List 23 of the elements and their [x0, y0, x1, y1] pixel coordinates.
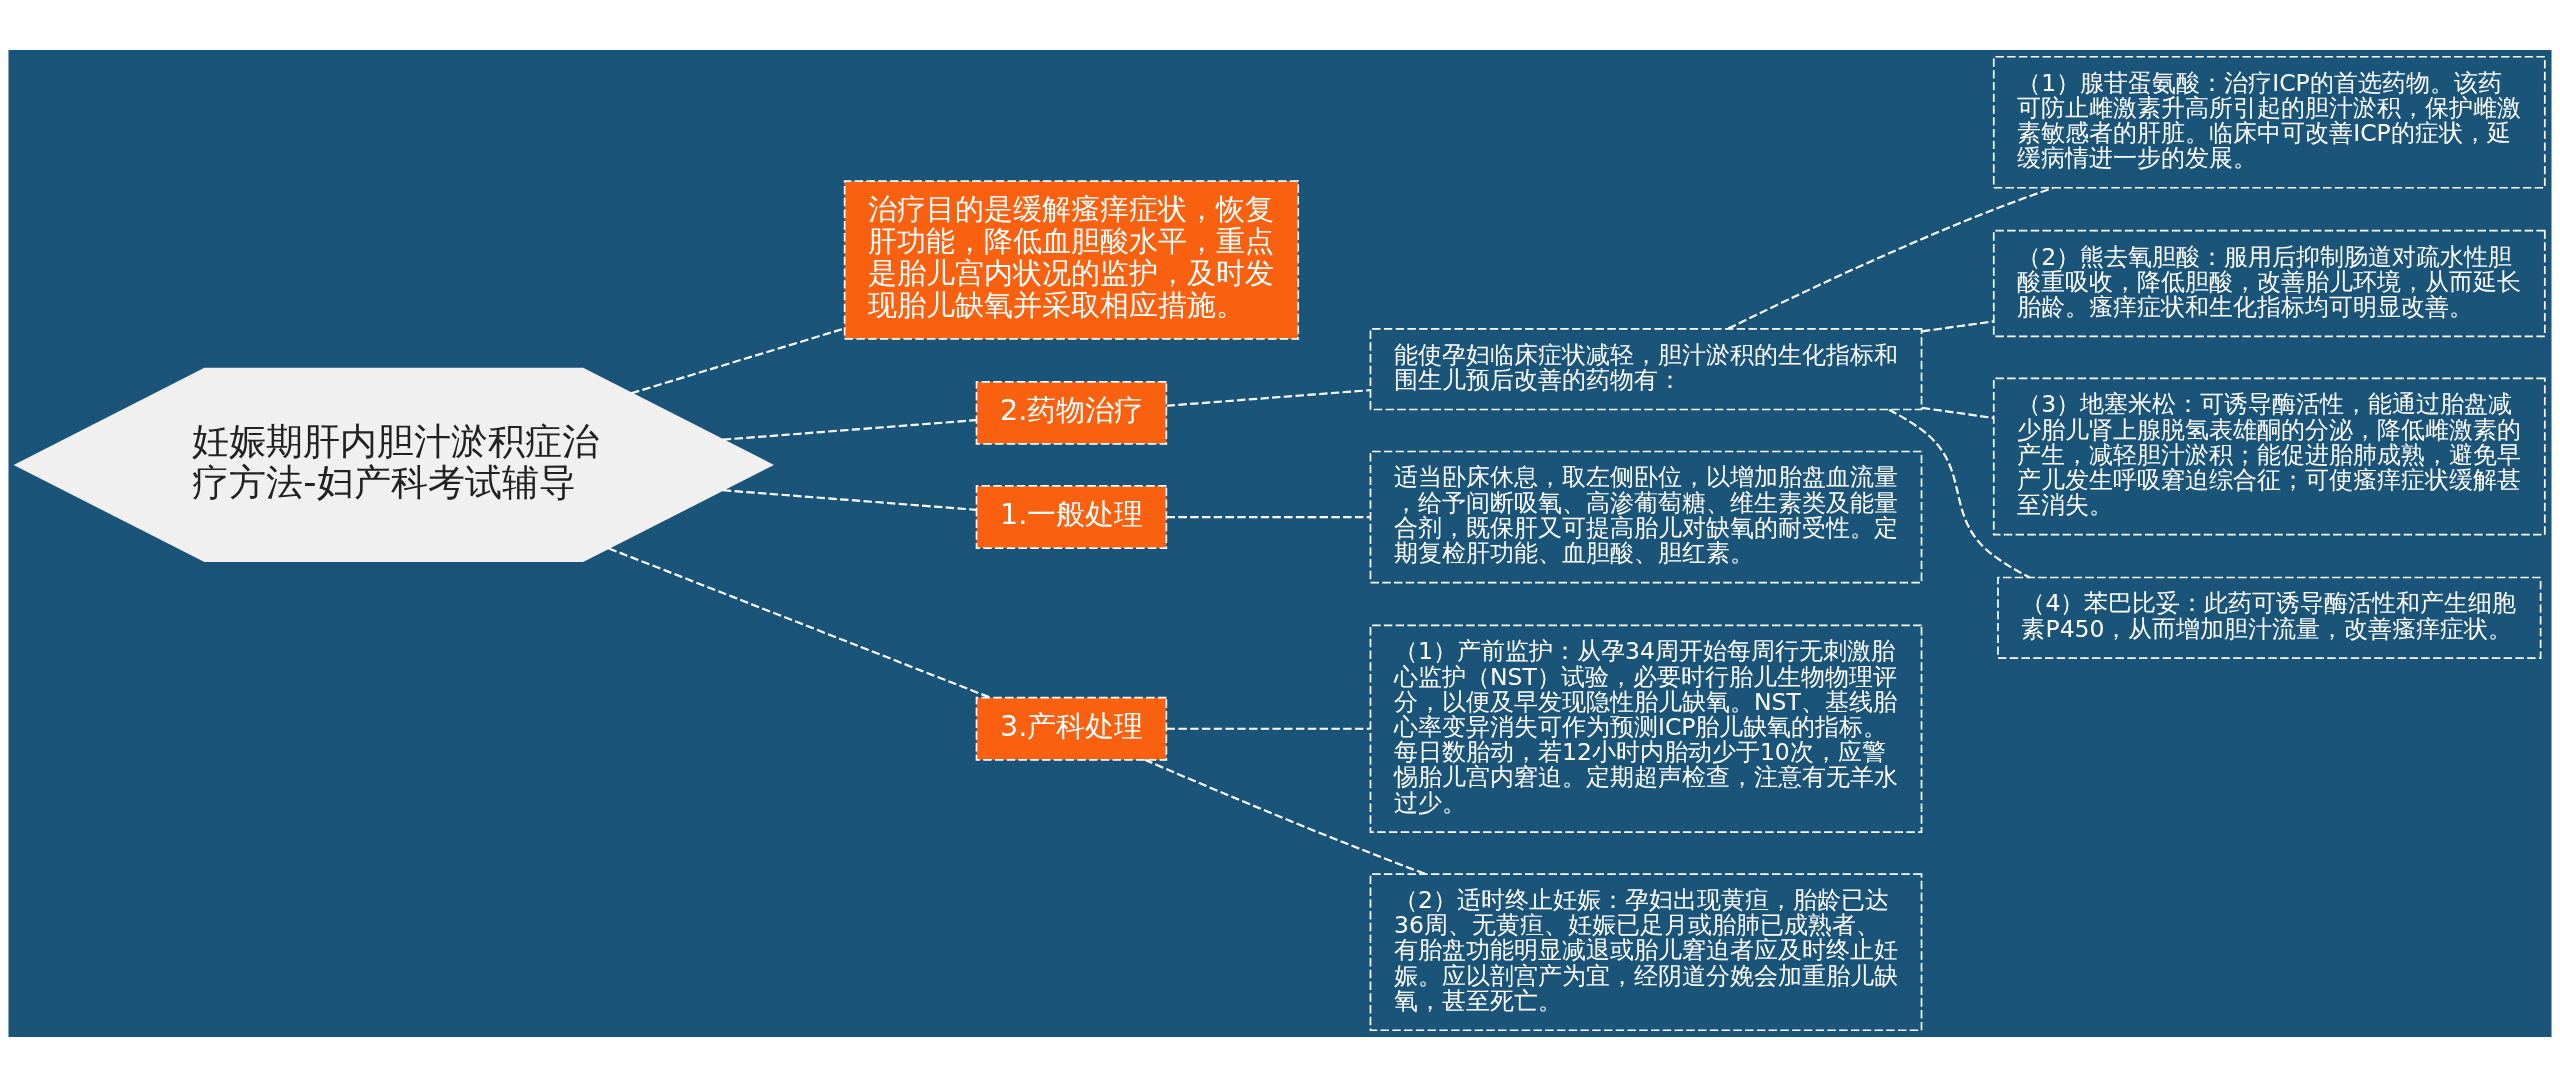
connector — [608, 546, 991, 698]
node-box: （2）熊去氧胆酸：服用后抑制肠道对疏水性胆酸重吸收，降低胆酸，改善胎儿环境，从而延长胎龄。瘙痒症状和生化指标均可明显改善。 — [1992, 229, 2546, 337]
connector — [631, 327, 845, 394]
node-box: （3）地塞米松：可诱导酶活性，能通过胎盘减少胎儿肾上腺脱氢表雄酮的分泌，降低雌激素的产生，减轻胆汁淤积；能促进胎肺成熟，避免早产儿发生呼吸窘迫综合征；可使瘙痒症状缓解甚至消失。 — [1992, 377, 2546, 535]
connector — [1166, 727, 1370, 730]
connector — [722, 418, 977, 441]
connector — [1166, 388, 1370, 407]
connector — [1921, 319, 1994, 332]
node-box: （4）苯巴比妥：此药可诱导酶活性和产生细胞素P450，从而增加胆汁流量，改善瘙痒症状。 — [1997, 576, 2542, 659]
node-box: （2）适时终止妊娠：孕妇出现黄疸，胎龄已达36周、无黄疸、妊娠已足月或胎肺已成熟者、有胎盘功能明显减退或胎儿窘迫者应及时终止妊娠。应以剖宫产为宜，经阴道分娩会加重胎儿缺氧，甚至死亡。 — [1369, 872, 1923, 1031]
node-box: 1.一般处理 — [975, 484, 1168, 549]
connector — [1727, 186, 2054, 330]
node-box: 2.药物治疗 — [975, 380, 1168, 445]
node-box: （1）腺苷蛋氨酸：治疗ICP的首选药物。该药可防止雌激素升高所引起的胆汁淤积，保护雌激素敏感者的肝脏。临床中可改善ICP的症状，延缓病情进一步的发展。 — [1992, 55, 2546, 189]
connector — [722, 488, 977, 511]
node-box: （1）产前监护：从孕34周开始每周行无刺激胎心监护（NST）试验，必要时行胎儿生物物理评分，以便及早发现隐性胎儿缺氧。NST、基线胎心率变异消失可作为预测ICP胎儿缺氧的指标。每日数胎动，若12小时内胎动少于10次，应警惕胎儿宫内窘迫。定期超声检查，注意有无羊水过少。 — [1369, 624, 1923, 833]
node-box: 3.产科处理 — [975, 696, 1168, 761]
connector — [1888, 408, 2031, 578]
connector — [1166, 515, 1370, 518]
node-box: 治疗目的是缓解瘙痒症状，恢复肝功能，降低血胆酸水平，重点是胎儿宫内状况的监护，及时发现胎儿缺氧并采取相应措施。 — [843, 179, 1300, 340]
node-box: 能使孕妇临床症状减轻，胆汁淤积的生化指标和围生儿预后改善的药物有： — [1369, 327, 1923, 410]
node-box: 适当卧床休息，取左侧卧位，以增加胎盘血流量，给予间断吸氧、高渗葡萄糖、维生素类及能量合剂，既保肝又可提高胎儿对缺氧的耐受性。定期复检肝功能、血胆酸、胆红素。 — [1369, 450, 1923, 583]
connector — [1921, 406, 1994, 419]
